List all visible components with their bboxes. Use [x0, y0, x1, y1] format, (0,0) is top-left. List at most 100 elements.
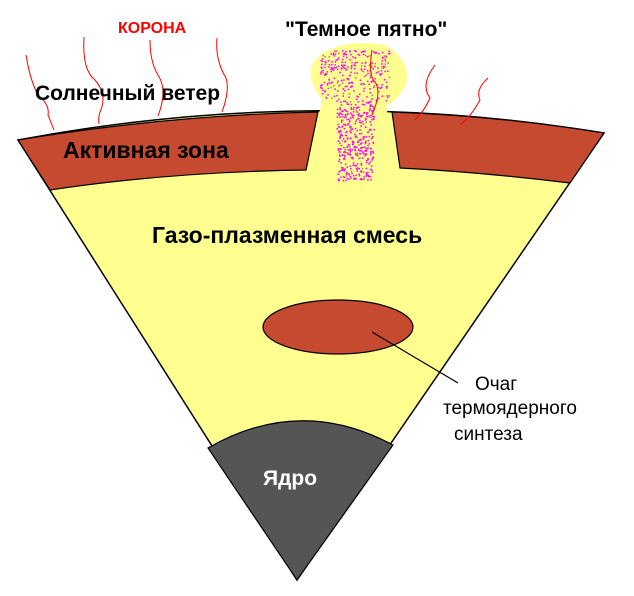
spot-particle [370, 65, 373, 68]
spot-particle [339, 107, 341, 109]
spot-particle [361, 146, 364, 149]
spot-particle [360, 178, 362, 180]
spot-particle [320, 73, 322, 75]
spot-particle [389, 52, 391, 55]
spot-particle [349, 176, 351, 178]
spot-particle [365, 126, 367, 128]
spot-particle [347, 66, 349, 68]
spot-particle [374, 62, 376, 65]
spot-particle [344, 154, 346, 157]
spot-particle [381, 63, 383, 65]
spot-particle [349, 58, 351, 61]
spot-particle [367, 159, 369, 161]
spot-particle [361, 103, 364, 106]
spot-particle [342, 138, 345, 140]
spot-particle [342, 110, 344, 112]
spot-particle [352, 143, 354, 145]
spot-particle [373, 118, 375, 120]
gas-plasma-label: Газо-плазменная смесь [152, 222, 422, 248]
spot-particle [364, 150, 366, 152]
spot-particle [355, 98, 358, 101]
spot-particle [326, 84, 329, 86]
spot-particle [352, 56, 354, 58]
active-zone-label: Активная зона [63, 137, 229, 163]
spot-particle [362, 151, 364, 153]
spot-particle [380, 66, 383, 68]
spot-particle [387, 52, 390, 55]
spot-particle [353, 107, 355, 109]
spot-particle [341, 154, 344, 157]
spot-particle [370, 152, 372, 154]
fusion-zone [262, 299, 414, 355]
spot-particle [348, 82, 350, 85]
spot-particle [365, 167, 368, 170]
spot-particle [375, 72, 378, 74]
spot-particle [342, 179, 345, 182]
spot-particle [324, 66, 326, 69]
spot-particle [378, 53, 380, 55]
spot-particle [333, 85, 335, 87]
spot-particle [352, 114, 355, 117]
spot-particle [320, 86, 322, 89]
spot-particle [349, 153, 351, 156]
spot-particle [344, 85, 347, 88]
spot-particle [337, 123, 339, 126]
spot-particle [364, 50, 366, 53]
spot-particle [331, 64, 333, 66]
spot-particle [345, 175, 348, 177]
spot-particle [356, 136, 358, 139]
spot-particle [323, 81, 326, 84]
spot-particle [368, 115, 371, 117]
spot-particle [364, 65, 366, 67]
spot-particle [348, 121, 351, 123]
spot-particle [328, 79, 331, 82]
spot-particle [359, 143, 362, 145]
spot-particle [372, 68, 375, 70]
spot-particle [350, 132, 352, 134]
spot-particle [357, 96, 359, 98]
spot-particle [377, 86, 380, 89]
spot-particle [340, 68, 343, 70]
spot-particle [340, 104, 343, 106]
spot-particle [367, 55, 370, 57]
spot-particle [338, 131, 340, 134]
spot-particle [342, 58, 344, 61]
spot-particle [325, 97, 328, 99]
spot-particle [324, 73, 327, 75]
spot-particle [328, 64, 331, 66]
spot-particle [341, 79, 343, 82]
spot-particle [364, 153, 367, 155]
spot-particle [334, 50, 336, 52]
spot-particle [363, 146, 366, 148]
spot-particle [340, 121, 343, 123]
spot-particle [343, 141, 346, 143]
spot-particle [324, 56, 327, 58]
spot-particle [342, 55, 345, 57]
spot-particle [358, 144, 360, 146]
spot-particle [350, 71, 352, 74]
spot-particle [344, 100, 347, 103]
spot-particle [384, 66, 386, 68]
spot-particle [382, 67, 384, 69]
spot-particle [320, 67, 323, 69]
spot-particle [330, 53, 333, 55]
spot-particle [339, 71, 341, 74]
spot-particle [363, 153, 365, 155]
spot-particle [360, 138, 362, 141]
spot-particle [388, 50, 390, 52]
spot-particle [363, 68, 366, 70]
spot-particle [351, 156, 353, 158]
spot-particle [331, 97, 333, 99]
spot-particle [342, 66, 345, 69]
spot-particle [358, 148, 360, 151]
spot-particle [386, 85, 389, 88]
spot-particle [343, 158, 346, 160]
spot-particle [331, 81, 334, 83]
spot-particle [343, 52, 346, 54]
spot-particle [341, 65, 344, 68]
spot-particle [339, 84, 341, 86]
spot-particle [351, 64, 353, 67]
spot-particle [354, 164, 356, 167]
spot-particle [355, 135, 357, 137]
spot-particle [338, 179, 341, 181]
